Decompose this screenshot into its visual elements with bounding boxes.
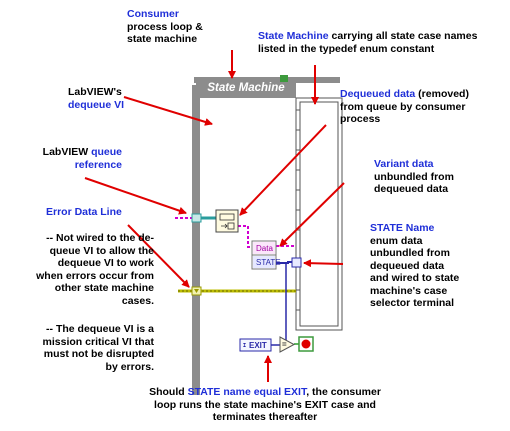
- annotation-critical: -- The dequeue VI is a mission critical …: [42, 323, 154, 373]
- arrow-state-name: [303, 259, 344, 268]
- unbundle-state-field: STATE: [256, 258, 281, 267]
- annotation-dequeued-data: Dequeued data (removed) from queue by co…: [340, 88, 469, 125]
- state-machine-frame-label: State Machine: [207, 82, 285, 94]
- annotation-variant-data: Variant data unbundled from dequeued dat…: [374, 158, 454, 195]
- stop-terminal: [298, 336, 314, 352]
- annotation-arrows: [84, 50, 345, 382]
- case-selector-terminal: [291, 257, 302, 268]
- annotation-state-machine: State Machine carrying all state case na…: [258, 30, 478, 55]
- arrow-dequeue-vi: [123, 96, 213, 126]
- arrow-queue-reference: [84, 177, 187, 215]
- unbundle-data-field: Data: [256, 244, 273, 253]
- queue-tunnel-terminal: [191, 213, 202, 223]
- variant-wire: [238, 225, 252, 248]
- arrow-dequeued-data: [239, 124, 327, 216]
- arrow-variant-data: [279, 182, 345, 247]
- annotation-dequeue-vi: LabVIEW's dequeue VI: [68, 86, 125, 111]
- exit-constant-label: EXIT: [249, 341, 267, 350]
- exit-enum-constant: [239, 338, 272, 352]
- case-border-pattern: [296, 109, 300, 311]
- annotation-not-wired: -- Not wired to the de- queue VI to allo…: [36, 232, 154, 307]
- iteration-terminal-icon: [280, 75, 288, 82]
- equal-comparison-node: [279, 336, 296, 353]
- case-structure: [295, 97, 343, 331]
- terminals: [191, 213, 302, 296]
- annotation-bottom-exit: Should STATE name equal EXIT, the consum…: [149, 386, 381, 423]
- annotation-state-name: STATE Name enum data unbundled from dequ…: [370, 222, 460, 309]
- arrow-error-line: [127, 224, 190, 288]
- equal-symbol: =: [282, 340, 287, 349]
- annotation-queue-reference: LabVIEW queue reference: [42, 146, 122, 171]
- frame-title-bar: [196, 80, 296, 98]
- annotation-consumer: Consumer process loop & state machine: [127, 8, 203, 45]
- unbundle-by-name-node: [251, 240, 277, 270]
- annotation-error-data-line: Error Data Line: [46, 206, 122, 218]
- dequeue-vi-icon: [215, 209, 239, 233]
